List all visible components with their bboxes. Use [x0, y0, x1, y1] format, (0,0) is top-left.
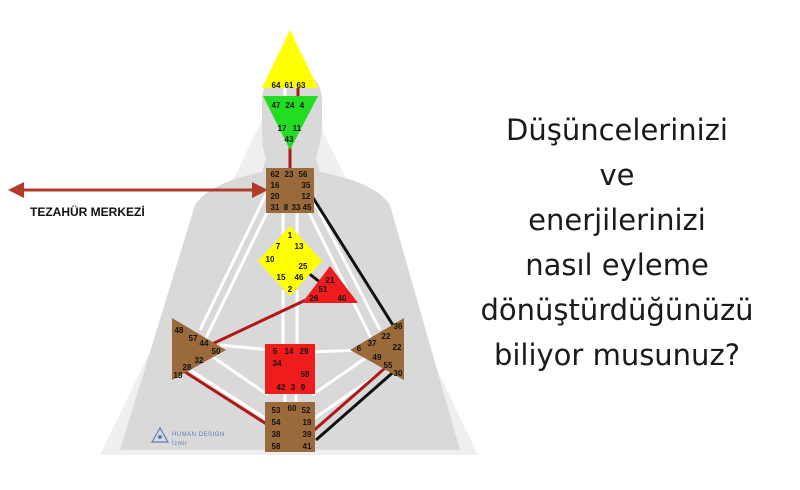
gate-42: 42 — [277, 383, 286, 392]
ego-center — [302, 266, 358, 303]
gate-41: 41 — [303, 442, 312, 451]
gate-52: 52 — [302, 406, 311, 415]
gate-50: 50 — [212, 347, 221, 356]
root-center — [265, 402, 315, 452]
gate-60: 60 — [288, 404, 297, 413]
gate-10: 10 — [266, 255, 275, 264]
gate-48: 48 — [175, 326, 184, 335]
gate-30: 30 — [394, 369, 403, 378]
logo-line-2: İzmir — [172, 440, 188, 447]
solar-plexus-center — [350, 318, 404, 380]
gate-25: 25 — [299, 262, 308, 271]
gate-51: 51 — [319, 285, 328, 294]
gate-16: 16 — [271, 181, 280, 190]
gate-9: 9 — [301, 383, 306, 392]
gate-37: 37 — [368, 339, 377, 348]
gate-21: 21 — [326, 276, 335, 285]
gate-45: 45 — [303, 203, 312, 212]
logo-icon — [150, 426, 170, 443]
gate-1: 1 — [288, 231, 293, 240]
logo-dot-icon — [158, 435, 162, 439]
gate-49: 49 — [373, 353, 382, 362]
gate-15: 15 — [277, 273, 286, 282]
question-line: Düşüncelerinizi — [506, 113, 728, 147]
head-center — [262, 30, 318, 88]
spleen-center — [172, 318, 226, 380]
gate-26: 26 — [310, 294, 319, 303]
gate-33: 33 — [292, 203, 301, 212]
gate-29: 29 — [300, 347, 309, 356]
gate-17: 17 — [278, 124, 287, 133]
gate-4: 4 — [300, 101, 305, 110]
gate-2: 2 — [288, 285, 293, 294]
gate-59: 59 — [301, 370, 310, 379]
gate-58: 58 — [272, 442, 281, 451]
channels — [189, 85, 385, 422]
gate-47: 47 — [272, 101, 281, 110]
gate-13: 13 — [295, 242, 304, 251]
logo-line-1: HUMAN DESIGN — [172, 432, 225, 438]
gate-22b: 22 — [393, 343, 402, 352]
question-line: enerjilerinizi — [528, 203, 706, 237]
gate-14: 14 — [285, 347, 294, 356]
gate-55: 55 — [384, 361, 393, 370]
gate-57: 57 — [189, 334, 198, 343]
gate-32: 32 — [195, 356, 204, 365]
question-text: Düşüncelerinizi ve enerjilerinizi nasıl … — [452, 108, 782, 378]
gate-28: 28 — [183, 363, 192, 372]
gate-39: 39 — [303, 430, 312, 439]
gate-11: 11 — [293, 124, 302, 133]
gate-24: 24 — [286, 101, 295, 110]
gate-8: 8 — [284, 203, 289, 212]
throat-center-label: TEZAHÜR MERKEZİ — [30, 204, 145, 219]
sacral-center — [265, 344, 315, 394]
active-channels — [181, 85, 399, 442]
gate-19: 19 — [303, 418, 312, 427]
gate-46: 46 — [295, 273, 304, 282]
gate-43: 43 — [285, 135, 294, 144]
gate-34: 34 — [273, 359, 282, 368]
gate-7: 7 — [276, 242, 281, 251]
gate-12: 12 — [302, 192, 311, 201]
gate-40: 40 — [338, 294, 347, 303]
gate-63: 63 — [297, 81, 306, 90]
ajna-center — [263, 96, 318, 150]
gate-38: 38 — [272, 430, 281, 439]
gate-31: 31 — [271, 203, 280, 212]
question-line: nasıl eyleme — [525, 248, 709, 282]
gate-6: 6 — [357, 344, 362, 353]
question-line: biliyor musunuz? — [493, 338, 741, 372]
gate-61: 61 — [285, 81, 294, 90]
human-design-logo: HUMAN DESIGN İzmir — [150, 426, 225, 447]
gate-54: 54 — [272, 418, 281, 427]
gate-36: 36 — [394, 322, 403, 331]
g-center — [258, 226, 322, 296]
gate-35: 35 — [302, 181, 311, 190]
question-line: dönüştürdüğünüzü — [480, 293, 754, 327]
gate-56: 56 — [299, 170, 308, 179]
gate-23: 23 — [285, 170, 294, 179]
gate-64: 64 — [272, 81, 281, 90]
gate-22: 22 — [382, 332, 391, 341]
gate-5: 5 — [273, 347, 278, 356]
gate-20: 20 — [271, 192, 280, 201]
throat-center — [266, 168, 314, 213]
gate-3: 3 — [291, 383, 296, 392]
gate-53: 53 — [272, 406, 281, 415]
gate-18: 18 — [174, 371, 183, 380]
manifestation-arrow — [8, 182, 268, 198]
question-line: ve — [599, 158, 635, 192]
gate-44: 44 — [200, 339, 209, 348]
gate-62: 62 — [271, 170, 280, 179]
